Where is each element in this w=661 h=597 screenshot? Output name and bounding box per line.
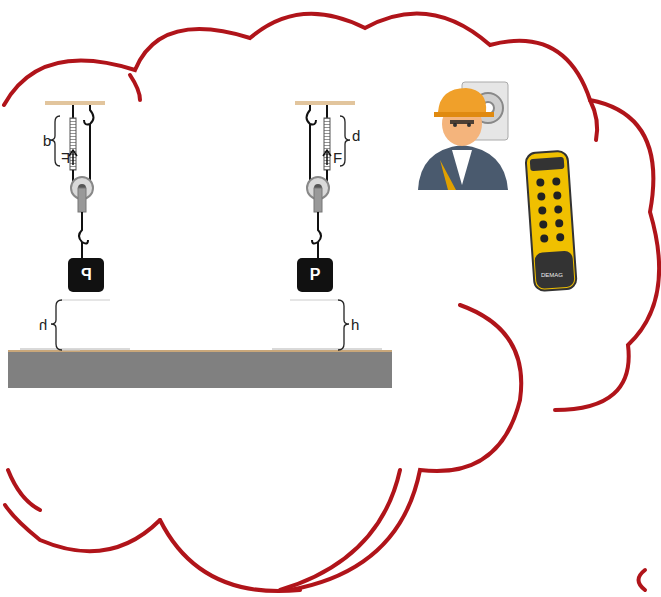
pulley-left bbox=[69, 105, 94, 258]
brand-label: DEMAG bbox=[541, 272, 563, 278]
dimension-label: h bbox=[39, 317, 47, 332]
remote-control bbox=[525, 151, 577, 292]
weight-box: P bbox=[297, 258, 333, 292]
dimension-label: d bbox=[43, 133, 51, 148]
weight-label: P bbox=[310, 266, 321, 284]
weight-box: P bbox=[68, 258, 104, 292]
ground bbox=[8, 352, 392, 388]
cloud-outline bbox=[4, 13, 659, 591]
operator-icon bbox=[392, 64, 530, 202]
ceiling bbox=[45, 101, 105, 105]
dimension-label: h bbox=[351, 317, 359, 332]
pulley-right bbox=[307, 105, 332, 258]
dimension-label: d bbox=[352, 128, 360, 143]
ceiling bbox=[295, 101, 355, 105]
dimension-label: F bbox=[333, 150, 342, 165]
dimension-label: F bbox=[61, 150, 70, 165]
weight-label: P bbox=[81, 266, 92, 284]
